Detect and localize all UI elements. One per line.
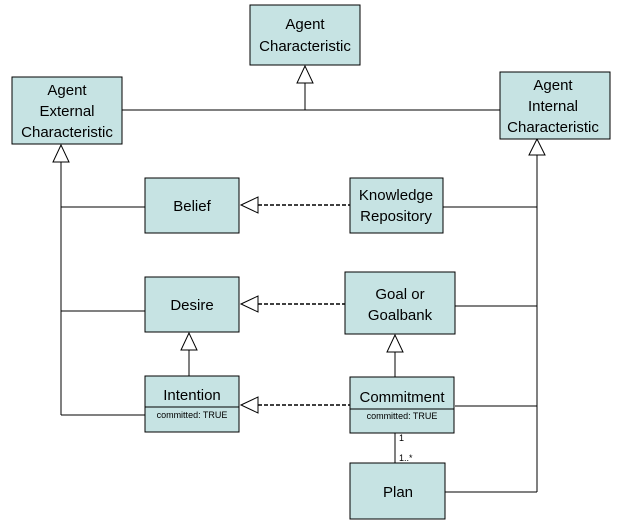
multiplicity-commitment-end: 1 <box>399 433 404 443</box>
knowledge-repository-line-2: Repository <box>360 208 432 225</box>
external-triangle-arrowhead <box>52 143 70 163</box>
agent-characteristic-line-1: Agent <box>285 16 325 33</box>
agent-internal-line-1: Agent <box>533 77 573 94</box>
intention-class[interactable]: Intention committed: TRUE <box>144 375 240 433</box>
desire-class[interactable]: Desire <box>144 276 240 333</box>
agent-characteristic-class[interactable]: Agent Characteristic <box>249 4 361 66</box>
desire-triangle-arrowhead <box>180 331 198 351</box>
agent-internal-line-2: Internal <box>528 98 578 115</box>
commitment-class[interactable]: Commitment committed: TRUE <box>349 376 455 434</box>
agent-characteristic-line-2: Characteristic <box>259 38 351 55</box>
agent-internal-line-3: Characteristic <box>507 119 599 136</box>
internal-triangle-arrowhead <box>528 137 546 156</box>
agent-external-line-1: Agent <box>47 82 87 99</box>
knowledge-repository-class[interactable]: Knowledge Repository <box>349 177 444 234</box>
intention-realization-arrowhead <box>239 396 259 414</box>
goal-line-2: Goalbank <box>368 307 433 324</box>
plan-class[interactable]: Plan <box>349 462 446 520</box>
goal-or-goalbank-class[interactable]: Goal or Goalbank <box>344 271 456 335</box>
intention-attribute: committed: TRUE <box>157 410 228 420</box>
intention-label: Intention <box>163 387 221 404</box>
belief-realization-arrowhead <box>239 196 259 214</box>
agent-external-characteristic-class[interactable]: Agent External Characteristic <box>11 76 123 145</box>
plan-label: Plan <box>383 484 413 501</box>
desire-realization-arrowhead <box>239 295 259 313</box>
agent-external-line-3: Characteristic <box>21 124 113 141</box>
arrowheads <box>52 64 546 414</box>
goal-triangle-arrowhead <box>386 333 404 353</box>
multiplicity-plan-end: 1..* <box>399 453 413 463</box>
agent-external-line-2: External <box>39 103 94 120</box>
commitment-label: Commitment <box>359 389 445 406</box>
connectors <box>60 83 538 493</box>
desire-label: Desire <box>170 297 213 314</box>
belief-label: Belief <box>173 198 211 215</box>
goal-line-1: Goal or <box>375 286 424 303</box>
commitment-attribute: committed: TRUE <box>367 411 438 421</box>
knowledge-repository-line-1: Knowledge <box>359 187 433 204</box>
belief-class[interactable]: Belief <box>144 177 240 234</box>
agent-internal-characteristic-class[interactable]: Agent Internal Characteristic <box>499 71 611 140</box>
characteristic-triangle-arrowhead <box>296 64 314 84</box>
